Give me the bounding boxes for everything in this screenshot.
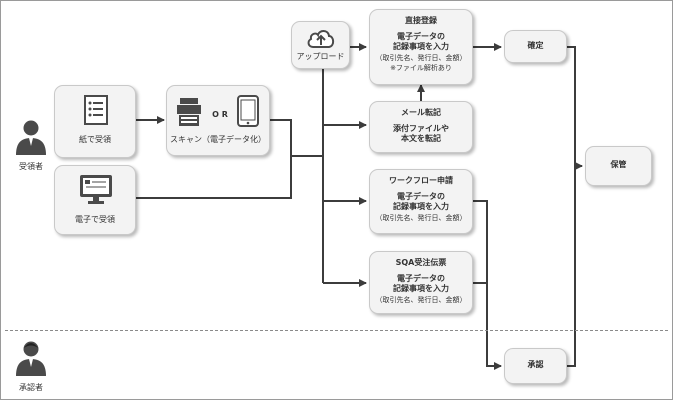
node-direct-line3: （取引先名、発行日、金額） [375,54,467,62]
node-approve-label: 承認 [527,360,544,369]
node-electronic: 電子で受領 [54,165,136,235]
node-store-label: 保管 [610,160,627,169]
node-scan: O R スキャン（電子データ化） [166,85,270,156]
computer-monitor-icon [80,175,112,204]
node-scan-label: スキャン（電子データ化） [170,135,266,144]
node-workflow-title: ワークフロー申請 [389,176,453,185]
node-workflow: ワークフロー申請 電子データの 記録事項を入力 （取引先名、発行日、金額） [369,169,473,234]
node-mail-transfer: メール転記 添付ファイルや 本文を転記 [369,101,473,153]
node-paper-label: 紙で受領 [79,135,111,144]
node-paper: 紙で受領 [54,85,136,158]
node-upload: アップロード [291,21,350,69]
person-icon [16,341,46,376]
or-text: O R [212,110,228,119]
node-mail-title: メール転記 [401,108,441,117]
node-direct-line4: ※ファイル解析あり [390,64,452,72]
node-upload-label: アップロード [296,52,345,61]
swimlane-divider [5,330,668,331]
node-confirm: 確定 [504,30,567,63]
node-sqa-line1: 電子データの [397,274,445,283]
printer-icon [177,98,201,126]
actor-receiver-label: 受領者 [19,162,43,171]
node-direct-line1: 電子データの [397,32,445,41]
node-store: 保管 [585,146,652,186]
node-workflow-line2: 記録事項を入力 [393,202,449,211]
node-confirm-label: 確定 [527,41,544,50]
cloud-upload-icon [307,30,335,48]
node-direct-registration: 直接登録 電子データの 記録事項を入力 （取引先名、発行日、金額） ※ファイル解… [369,9,473,85]
node-approve: 承認 [504,348,567,384]
node-sqa-title: SQA受注伝票 [395,258,447,267]
node-mail-line2: 本文を転記 [401,134,441,143]
node-direct-title: 直接登録 [405,16,437,25]
paper-document-icon [84,95,108,125]
line-scan-out [269,119,292,158]
node-sqa-line3: （取引先名、発行日、金額） [375,296,467,304]
actor-approver-label: 承認者 [19,383,43,392]
arrow-confirm-to-store [567,46,583,170]
actor-receiver: 受領者 [1,119,61,172]
node-direct-line2: 記録事項を入力 [393,42,449,51]
tablet-icon [237,95,259,127]
node-electronic-label: 電子で受領 [75,215,115,224]
node-workflow-line3: （取引先名、発行日、金額） [375,214,467,222]
node-mail-line1: 添付ファイルや [393,124,449,133]
line-approve-to-store [567,166,576,367]
person-icon [16,120,46,155]
node-sqa-line2: 記録事項を入力 [393,284,449,293]
node-sqa-order: SQA受注伝票 電子データの 記録事項を入力 （取引先名、発行日、金額） [369,251,473,314]
actor-approver: 承認者 [1,340,61,393]
line-electronic-out [136,156,292,199]
node-workflow-line1: 電子データの [397,192,445,201]
